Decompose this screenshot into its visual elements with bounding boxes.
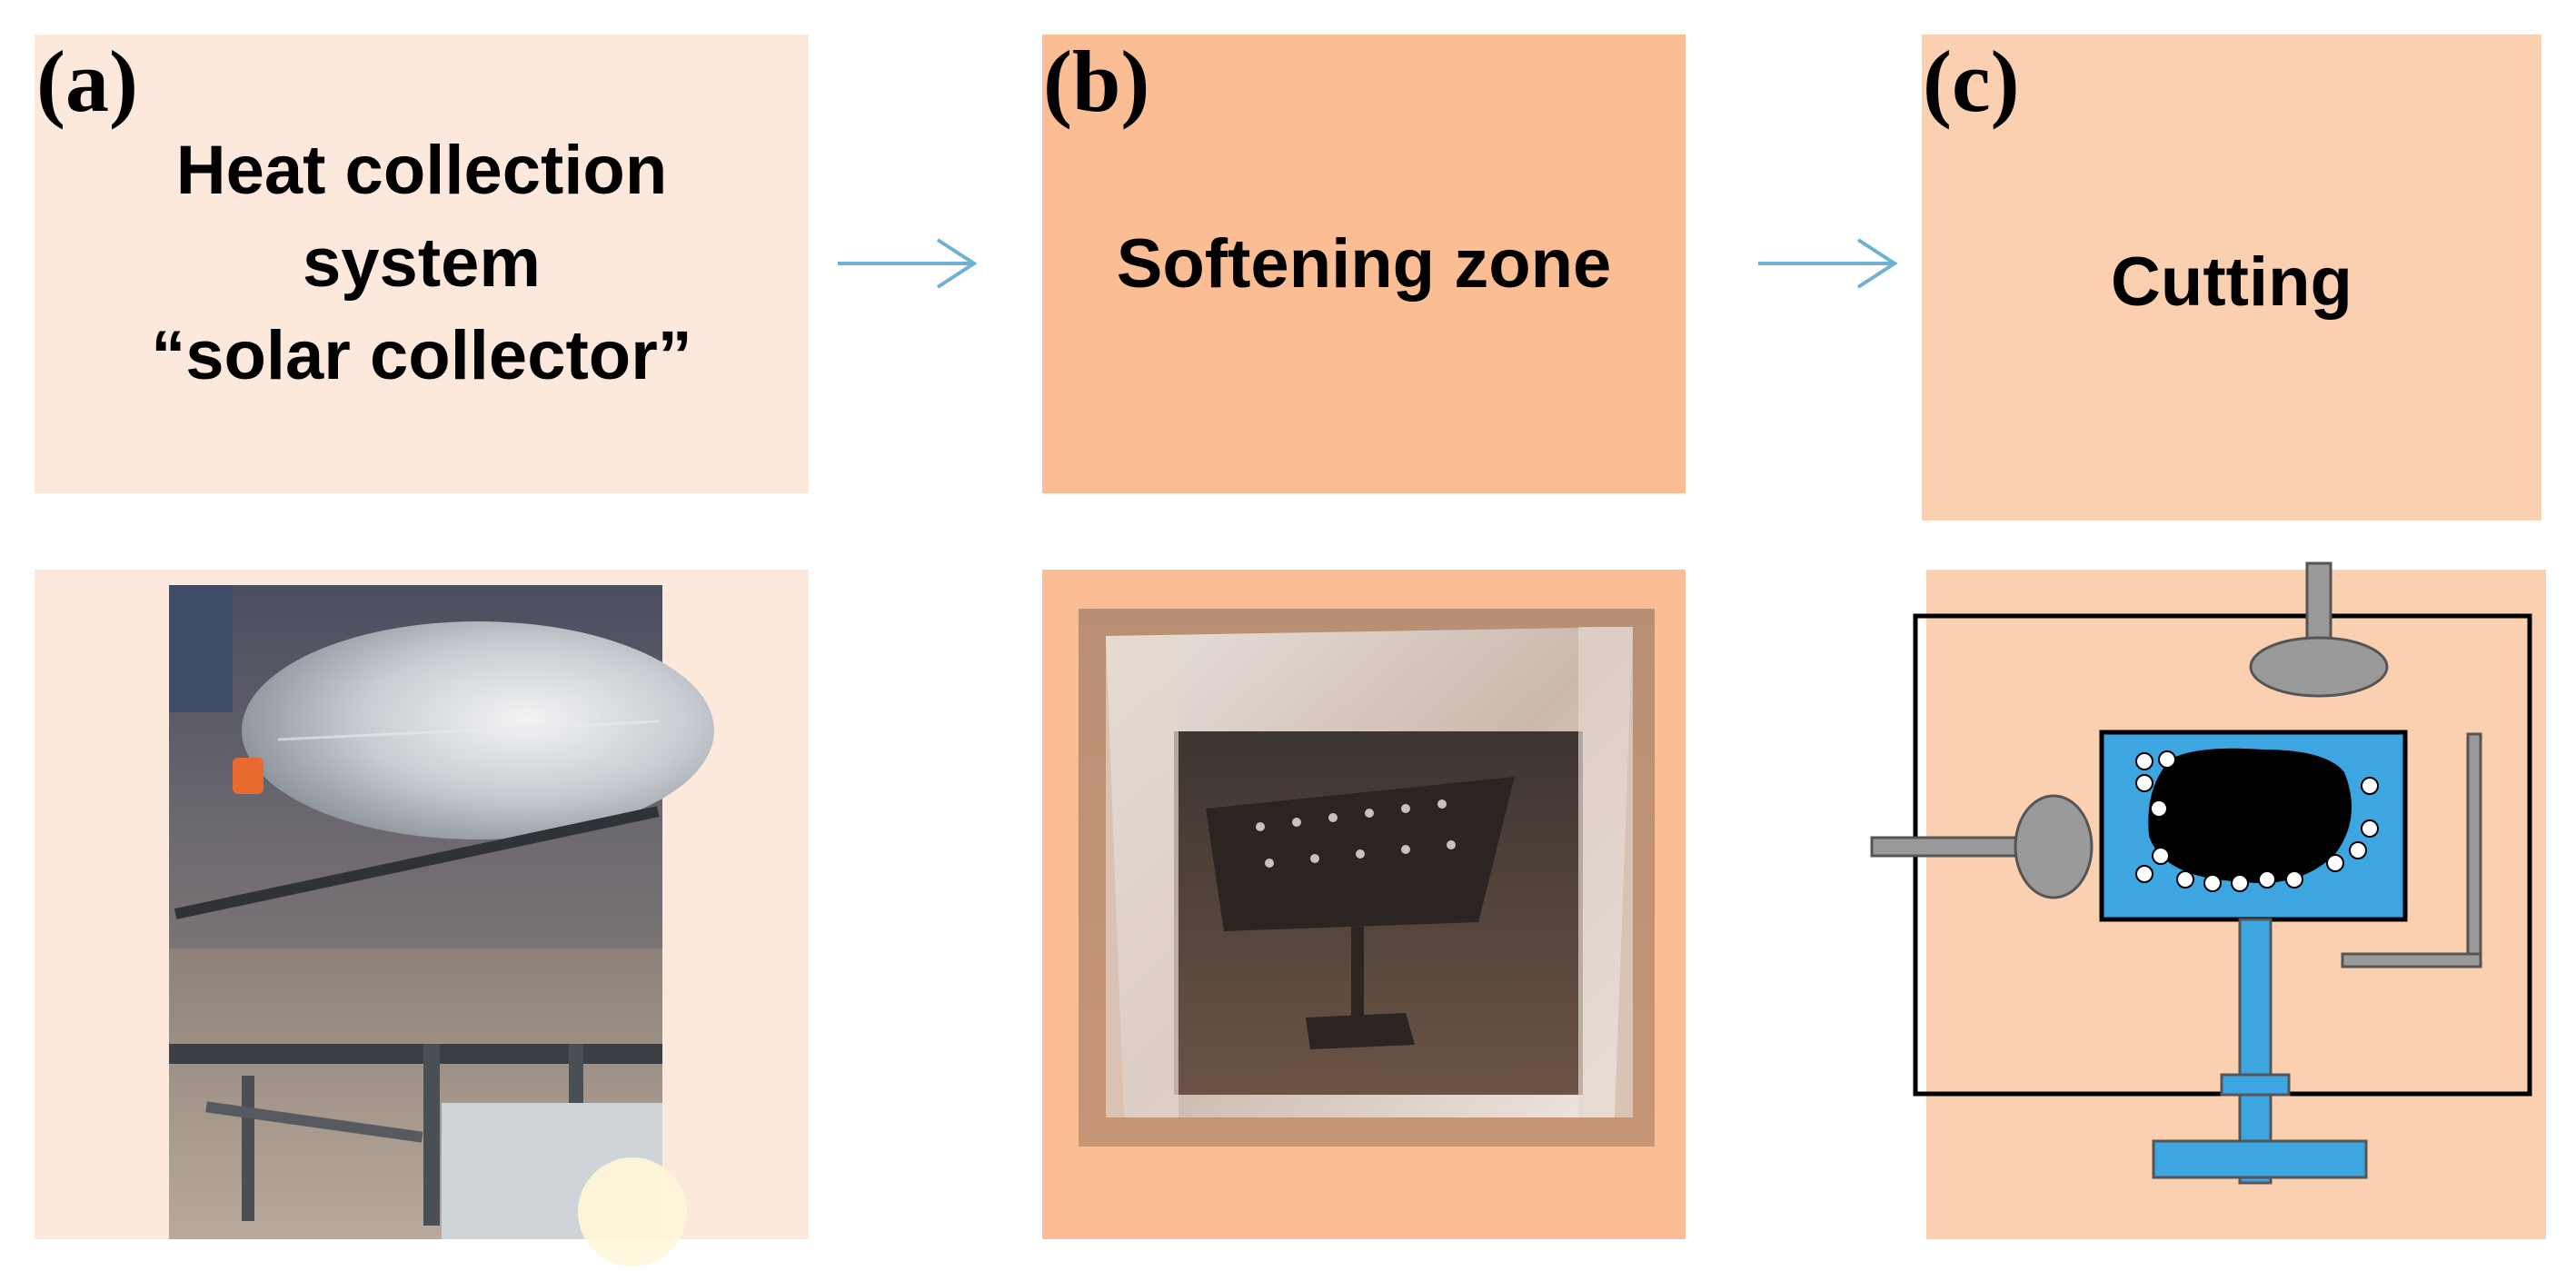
stand-collar (2220, 1073, 2291, 1097)
panel-a-title-box (35, 35, 809, 493)
panel-b-title: Softening zone (1042, 209, 1686, 318)
stand-base (2152, 1139, 2368, 1179)
arrow-a-to-b (838, 238, 978, 289)
panel-c-label: (c) (1923, 33, 2020, 130)
solar-collector-photo (169, 585, 714, 1266)
panel-a-title-line-3: “solar collector” (151, 317, 692, 394)
panel-a-title-line-2: system (303, 224, 541, 302)
top-cutter-head (2249, 636, 2389, 698)
left-cutter-head (2014, 794, 2094, 899)
stand-column (2238, 918, 2273, 1185)
cutting-diagram (1870, 561, 2532, 1185)
panel-c-title: Cutting (1922, 227, 2541, 336)
l-guide-horizontal (2341, 952, 2482, 968)
l-guide-vertical (2466, 732, 2482, 967)
panel-a-title: Heat collection system “solar collector” (35, 127, 809, 400)
panel-c-title-line-1: Cutting (2111, 243, 2352, 321)
workpiece-blob (2148, 748, 2352, 883)
panel-a-label: (a) (36, 33, 138, 130)
panel-a-title-line-1: Heat collection (175, 132, 668, 209)
panel-b-title-line-1: Softening zone (1116, 224, 1612, 303)
arrow-b-to-c (1758, 238, 1898, 289)
panel-b-label: (b) (1043, 33, 1150, 130)
left-cutter-shaft (1870, 836, 2033, 858)
panel-c-title-box (1922, 35, 2541, 521)
panel-b-title-box (1042, 35, 1686, 493)
softening-zone-photo (1079, 609, 1655, 1147)
